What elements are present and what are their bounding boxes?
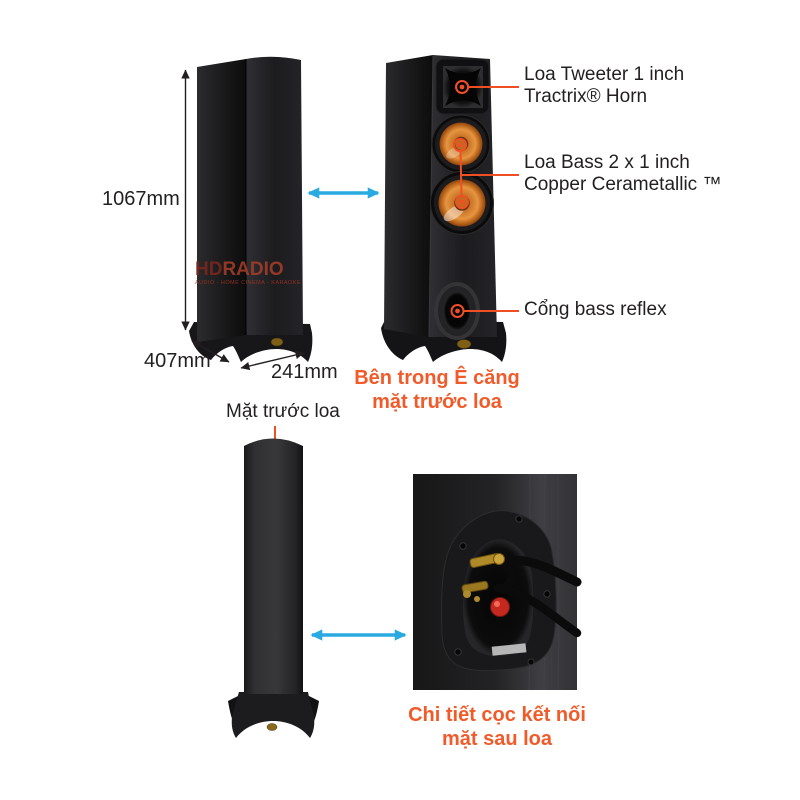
port-callout-label: Cổng bass reflex [524, 299, 667, 320]
dimension-height-label: 1067mm [102, 188, 180, 210]
tweeter-callout-label: Loa Tweeter 1 inch Tractrix® Horn [524, 64, 684, 108]
callout-lines [274, 86, 519, 484]
speaker-angled-grille [189, 56, 313, 362]
rear-detail-caption-line1: Chi tiết cọc kết nối [408, 704, 586, 726]
inside-front-caption-line1: Bên trong Ê căng [354, 367, 520, 389]
dimension-depth-label: 407mm [144, 350, 211, 372]
tweeter-callout-line2: Tractrix® Horn [524, 86, 648, 107]
tweeter-callout-line1: Loa Tweeter 1 inch [524, 64, 685, 85]
rear-detail-caption: Chi tiết cọc kết nối mặt sau loa [402, 703, 592, 751]
rear-terminal-photo [413, 473, 582, 691]
binding-posts [461, 553, 510, 617]
speaker-grille-column [228, 438, 319, 738]
dimension-width-label: 241mm [271, 361, 338, 383]
dimension-arrows [181, 69, 305, 371]
bass-callout-line2: Copper Cerametallic ™ [524, 174, 722, 195]
inside-front-caption: Bên trong Ê căng mặt trước loa [347, 366, 527, 414]
bass-callout-line1: Loa Bass 2 x 1 inch [524, 152, 690, 173]
bass-callout-label: Loa Bass 2 x 1 inch Copper Cerametallic … [524, 152, 721, 196]
inside-front-caption-line2: mặt trước loa [372, 391, 502, 413]
front-grille-label: Mặt trước loa [226, 401, 340, 422]
speaker-front-view [381, 54, 507, 362]
rear-detail-caption-line2: mặt sau loa [441, 728, 553, 750]
